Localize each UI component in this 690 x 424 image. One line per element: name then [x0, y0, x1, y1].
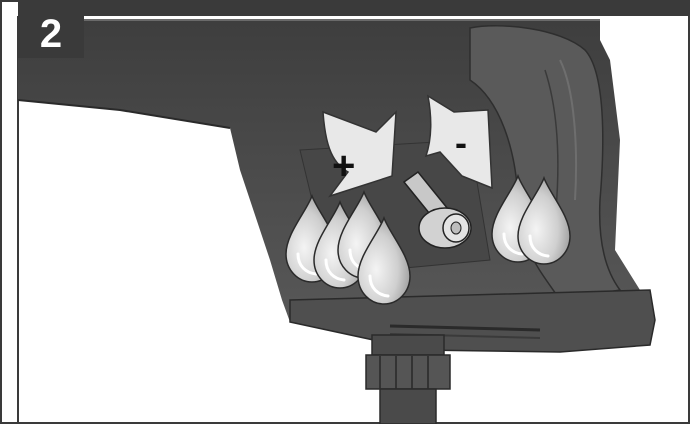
increase-label: + — [332, 146, 355, 186]
step-number-badge: 2 — [18, 10, 84, 58]
decrease-label: - — [455, 125, 467, 161]
top-bar — [18, 0, 690, 16]
